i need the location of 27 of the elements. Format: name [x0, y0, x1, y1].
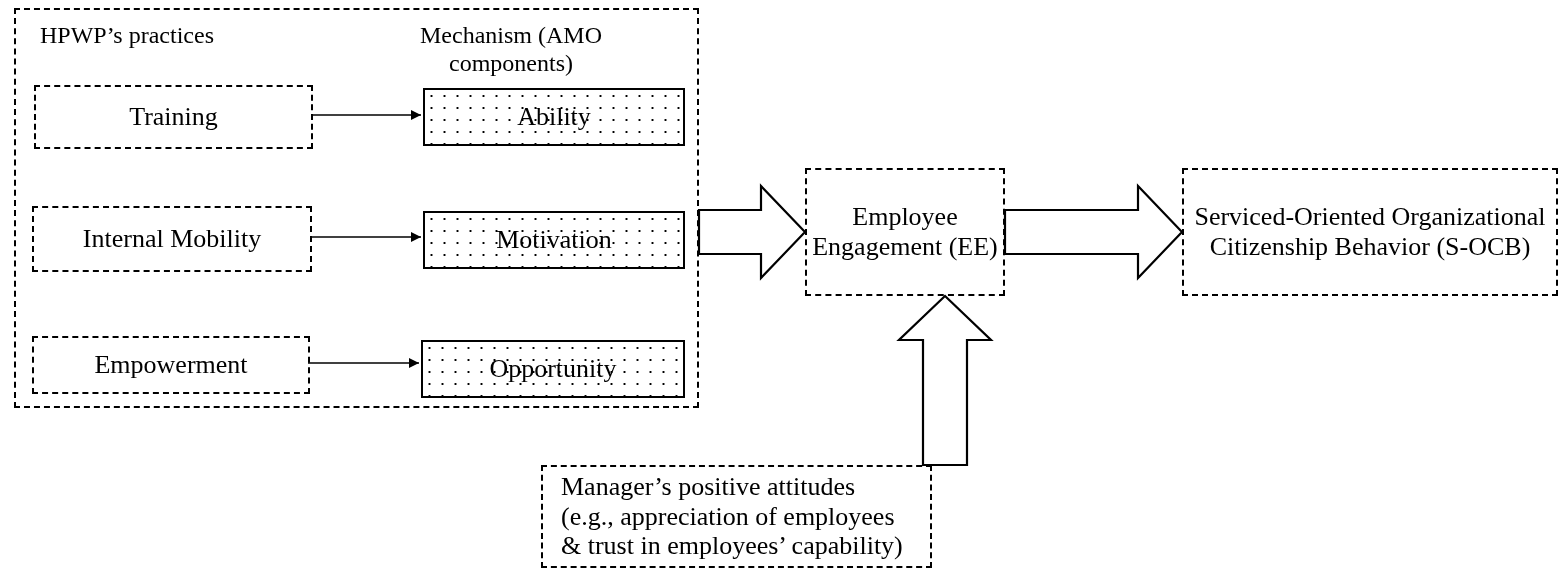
block-arrow	[697, 183, 807, 281]
practice-box	[32, 206, 312, 272]
block-arrow	[1003, 183, 1184, 281]
group-box	[14, 8, 699, 408]
column-heading: HPWP’s practices	[40, 22, 215, 50]
practice-box	[32, 336, 310, 394]
box-label: Ability	[517, 102, 591, 132]
block-arrow	[896, 294, 994, 467]
box-label: Opportunity	[489, 354, 617, 384]
box-label: Employee Engagement (EE)	[811, 202, 999, 262]
arrow	[310, 110, 422, 120]
box-label: Training	[129, 102, 218, 132]
mechanism-box	[423, 211, 685, 269]
box-label: Empowerment	[94, 350, 248, 380]
outcome-box	[1182, 168, 1558, 296]
arrow	[309, 232, 422, 242]
antecedent-box	[541, 465, 932, 568]
practice-box	[34, 85, 313, 149]
box-label: Internal Mobility	[82, 224, 262, 254]
box-label: Motivation	[496, 225, 612, 255]
mechanism-box	[423, 88, 685, 146]
mechanism-box	[421, 340, 685, 398]
arrow	[307, 358, 420, 368]
column-heading: Mechanism (AMO components)	[419, 22, 603, 78]
box-label: Manager’s positive attitudes (e.g., appreciation of employees & trust in employees’ capability)	[561, 471, 904, 562]
box-label: Serviced-Oriented Organizational Citizenship Behavior (S-OCB)	[1193, 202, 1547, 262]
outcome-box	[805, 168, 1005, 296]
